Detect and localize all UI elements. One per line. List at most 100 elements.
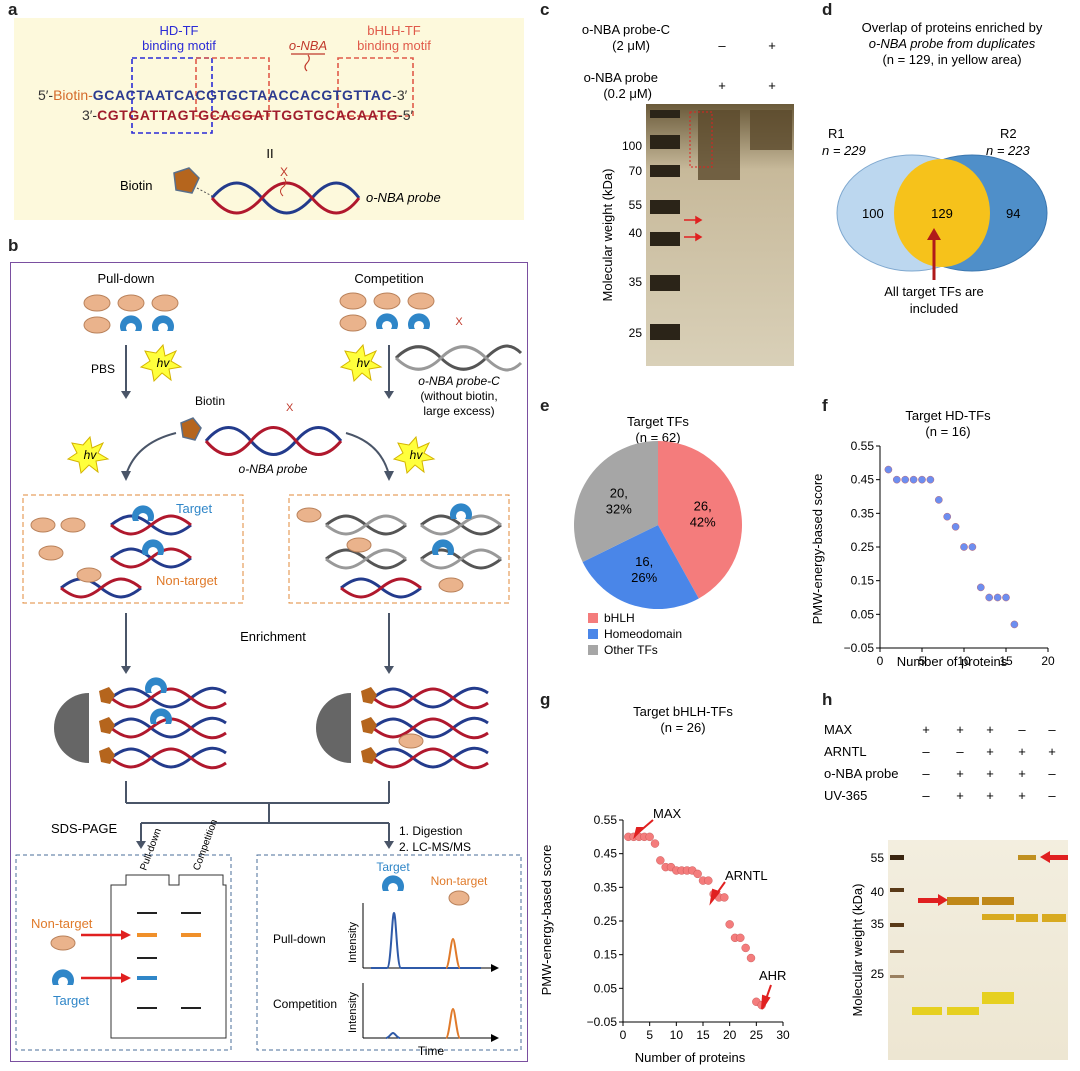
probe-c-label-3: large excess) bbox=[423, 404, 494, 418]
pie-percent-label: 42% bbox=[690, 514, 716, 529]
data-point bbox=[720, 893, 729, 902]
gel-target-label: Target bbox=[53, 993, 90, 1008]
panel-d-figure: Overlap of proteins enriched by o-NBA pr… bbox=[822, 20, 1048, 316]
ms-intensity-2: Intensity bbox=[347, 992, 359, 1033]
svg-text:hv: hv bbox=[84, 448, 98, 462]
d-venn-overlap bbox=[894, 159, 990, 267]
d-center-count: 129 bbox=[931, 206, 953, 221]
legend-label: Homeodomain bbox=[604, 627, 682, 641]
h-row-value: + bbox=[956, 766, 964, 781]
lcms-box bbox=[256, 854, 522, 1051]
pie-value-label: 20, bbox=[610, 486, 628, 501]
e-title-1: Target TFs bbox=[627, 414, 689, 429]
y-tick-label: −0.05 bbox=[587, 1015, 618, 1029]
bhlh-tf-label-2: binding motif bbox=[357, 38, 431, 53]
pbs-label: PBS bbox=[91, 362, 115, 376]
onba-x-mark: X bbox=[280, 165, 288, 179]
y-tick-label: 0.05 bbox=[594, 981, 618, 995]
ms-pulldown-label: Pull-down bbox=[273, 932, 326, 946]
f-title-1: Target HD-TFs bbox=[905, 408, 991, 423]
bhlh-motif-box-2 bbox=[337, 57, 414, 117]
ms-competition-label: Competition bbox=[273, 997, 337, 1011]
c-row2-label-2: (0.2 μM) bbox=[603, 86, 652, 101]
pie-slice-bhlh bbox=[658, 441, 742, 599]
panel-e-figure: Target TFs (n = 62) 26,42%16,26%20,32% b… bbox=[574, 414, 742, 657]
sds-page-label: SDS-PAGE bbox=[51, 821, 118, 836]
x-tick-label: 20 bbox=[723, 1028, 737, 1042]
hv-light-icon-1: hv bbox=[139, 343, 183, 383]
c-marker-55: 55 bbox=[629, 198, 643, 212]
y-tick-label: 0.25 bbox=[851, 540, 875, 554]
panel-b: Pull-down Competition PBS hv bbox=[10, 262, 528, 1062]
h-row-value: + bbox=[922, 722, 930, 737]
c-marker-40: 40 bbox=[629, 226, 643, 240]
d-title-2: o-NBA probe from duplicates bbox=[869, 36, 1036, 51]
data-point bbox=[736, 933, 745, 943]
h-row-value: – bbox=[956, 744, 964, 759]
data-point bbox=[1002, 593, 1010, 602]
c-row1-label-1: o-NBA probe-C bbox=[582, 22, 670, 37]
gel-target-icon bbox=[52, 969, 74, 985]
d-r1-label: R1 bbox=[828, 126, 845, 141]
f-ylabel: PMW-energy-based score bbox=[810, 474, 825, 625]
biotin-icon-b bbox=[180, 417, 202, 441]
h-row-value: – bbox=[1018, 722, 1026, 737]
legend-label: bHLH bbox=[604, 611, 635, 625]
panel-g-figure: Target bHLH-TFs (n = 26) PMW-energy-base… bbox=[539, 704, 790, 1065]
h-row-value: + bbox=[956, 788, 964, 803]
competition-binding-illustration bbox=[296, 503, 502, 599]
pie-slice-other-tfs bbox=[574, 441, 658, 562]
ms-nontarget-label: Non-target bbox=[431, 874, 488, 888]
legend-swatch bbox=[588, 645, 598, 655]
d-r1-n: n = 229 bbox=[822, 143, 866, 158]
h-row-value: – bbox=[922, 788, 930, 803]
d-r2-label: R2 bbox=[1000, 126, 1017, 141]
hv-light-icon-2: hv bbox=[339, 343, 383, 383]
h-row-value: + bbox=[986, 788, 994, 803]
panel-label-h: h bbox=[822, 690, 833, 709]
h-row-value: + bbox=[1018, 744, 1026, 759]
probe-label-a: o-NBA probe bbox=[366, 190, 441, 205]
competition-heading: Competition bbox=[354, 271, 423, 286]
bhlh-tf-label-1: bHLH-TF bbox=[367, 23, 421, 38]
lcms-label: 2. LC-MS/MS bbox=[399, 840, 471, 854]
nontarget-label-b: Non-target bbox=[156, 573, 218, 588]
h-row-label: MAX bbox=[824, 722, 853, 737]
x-tick-label: 10 bbox=[670, 1028, 684, 1042]
panel-label-g: g bbox=[540, 690, 551, 709]
c-ylabel: Molecular weight (kDa) bbox=[600, 169, 615, 302]
data-point bbox=[893, 475, 901, 484]
c-marker-100: 100 bbox=[622, 139, 642, 153]
probe-helix-icon-b bbox=[204, 426, 343, 456]
c-row2-val1: + bbox=[718, 78, 726, 93]
data-point bbox=[1010, 620, 1019, 629]
probe-x-mark-b: X bbox=[286, 402, 294, 414]
h-marker-25: 25 bbox=[871, 967, 885, 981]
d-note-2: included bbox=[910, 301, 958, 316]
h-row-value: + bbox=[986, 744, 994, 759]
c-row1-val1: – bbox=[718, 38, 726, 53]
panel-a: HD-TF binding motif o-NBA bHLH-TF bindin… bbox=[14, 18, 524, 220]
panel-h-figure: MAX+++––ARNTL––+++o-NBA probe–+++–UV-365… bbox=[824, 722, 1068, 1060]
f-xlabel: Number of proteins bbox=[897, 654, 1008, 669]
x-tick-label: 0 bbox=[620, 1028, 627, 1042]
h-row-label: UV-365 bbox=[824, 788, 867, 803]
pie-value-label: 16, bbox=[635, 554, 653, 569]
panel-a-figure: HD-TF binding motif o-NBA bHLH-TF bindin… bbox=[38, 23, 441, 215]
dna-helix-icon bbox=[210, 181, 361, 215]
y-tick-label: 0.15 bbox=[594, 948, 618, 962]
panel-f-figure: Target HD-TFs (n = 16) PMW-energy-based … bbox=[810, 408, 1055, 669]
h-row-value: + bbox=[1048, 744, 1056, 759]
bhlh-motif-box-1 bbox=[195, 57, 270, 117]
ms-intensity-1: Intensity bbox=[347, 922, 359, 963]
biotin-label-a: Biotin bbox=[120, 178, 153, 193]
e-title-2: (n = 62) bbox=[635, 430, 680, 445]
bead-left-icon bbox=[54, 677, 227, 770]
pulldown-heading: Pull-down bbox=[97, 271, 154, 286]
c-red-arrows bbox=[684, 215, 703, 242]
x-tick-label: 10 bbox=[957, 654, 971, 668]
data-point bbox=[943, 512, 951, 521]
hv-light-icon-3: hv bbox=[66, 435, 110, 475]
